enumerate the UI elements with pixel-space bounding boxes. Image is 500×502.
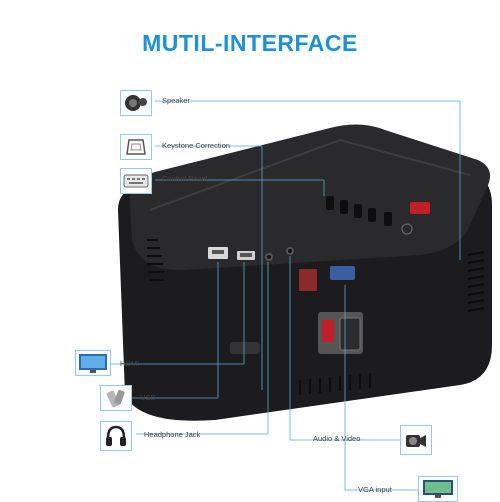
keystone-label: Keystone Correction — [162, 141, 230, 150]
projector-lid — [129, 124, 491, 271]
vga-thumbnail — [418, 476, 458, 502]
vga-label: VGA input — [358, 485, 392, 494]
headphone-label: Headphone Jack — [144, 430, 201, 439]
vga-monitor-icon — [423, 480, 453, 498]
audio-video-label: Audio & Video — [313, 434, 361, 443]
monitor-icon — [79, 354, 107, 373]
callout-lines — [110, 100, 461, 491]
keystone-icon — [126, 139, 146, 155]
power-led — [410, 202, 430, 214]
vent-left — [147, 239, 164, 281]
hdmi-label: HDMI — [120, 359, 140, 368]
vent-right — [467, 251, 485, 312]
usb-thumbnail — [100, 385, 132, 411]
page-title: MUTIL-INTERFACE — [142, 30, 358, 56]
speaker-thumbnail — [120, 90, 152, 116]
control-panel-thumbnail — [120, 168, 152, 194]
control-panel-label: Control Panel — [162, 174, 208, 183]
keystone-thumbnail — [120, 134, 152, 160]
headphone-thumbnail — [100, 421, 132, 451]
headphones-icon — [106, 425, 126, 446]
vent-bottom — [299, 373, 371, 395]
speaker-label: Speaker — [162, 96, 190, 105]
control-panel-buttons — [326, 196, 430, 235]
usb-label: USB — [140, 393, 156, 402]
hdmi-thumbnail — [75, 350, 111, 376]
audio-video-thumbnail — [400, 425, 432, 455]
camcorder-icon — [406, 435, 426, 447]
speaker-icon — [125, 95, 147, 111]
usb-drive-icon — [106, 389, 125, 408]
power-icon — [401, 223, 413, 235]
keyboard-icon — [123, 174, 149, 188]
port-panel — [208, 247, 363, 354]
